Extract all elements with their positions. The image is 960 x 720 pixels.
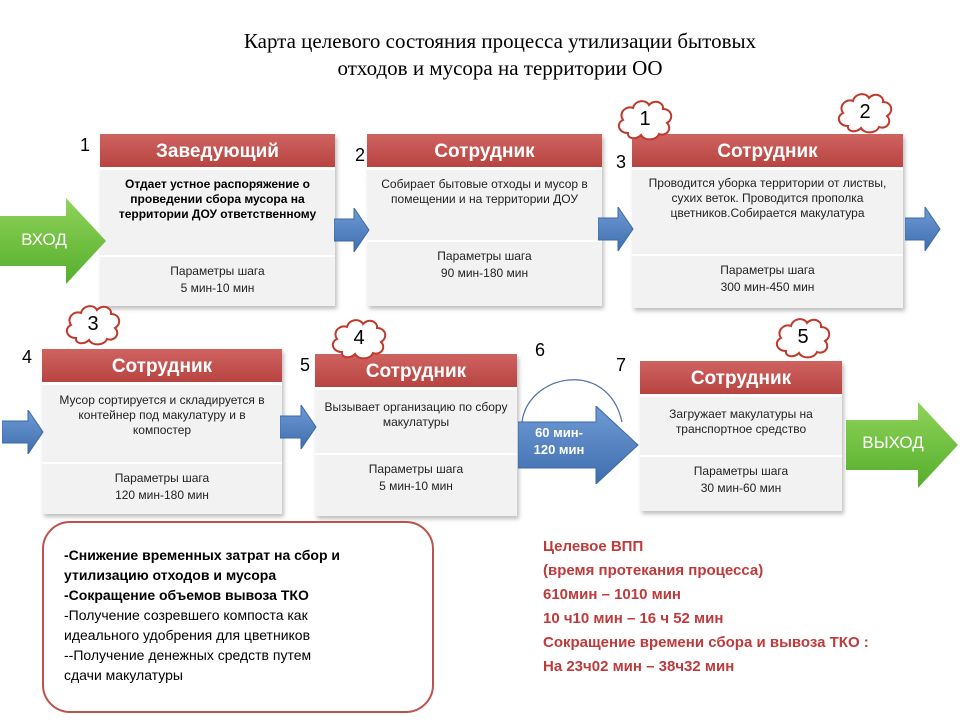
step-role: Сотрудник <box>315 354 517 390</box>
entry-label: ВХОД <box>21 230 67 249</box>
params-label: Параметры шага <box>114 471 210 485</box>
flow-arrow-1-2 <box>334 208 370 252</box>
params-value: 30 мин-60 мин <box>700 481 782 495</box>
step-role: Заведующий <box>100 134 335 170</box>
target-line: 10 ч10 мин – 16 ч 52 мин <box>543 610 724 627</box>
step-card-3: Сотрудник Проводится уборка территории о… <box>632 134 903 308</box>
cloud-callout-5: 5 <box>772 313 834 361</box>
cloud-number: 2 <box>859 101 871 123</box>
params-value: 120 мин-180 мин <box>115 488 209 502</box>
params-label: Параметры шага <box>368 462 464 476</box>
step-params: Параметры шага 5 мин-10 мин <box>315 455 517 495</box>
cloud-callout-3: 3 <box>62 300 124 348</box>
transport-duration-line-2: 120 мин <box>533 442 585 457</box>
step-params: Параметры шага 90 мин-180 мин <box>367 242 602 282</box>
result-line: идеального удобрения для цветников <box>64 627 311 643</box>
transport-duration: 60 мин- 120 мин <box>520 424 598 458</box>
target-summary: Целевое ВПП (время протекания процесса) … <box>543 535 953 679</box>
step-number-1: 1 <box>80 135 91 155</box>
step-description: Собирает бытовые отходы и мусор в помеще… <box>367 170 602 242</box>
exit-arrow <box>846 402 958 488</box>
result-line: -Получение созревшего компоста как <box>64 607 308 623</box>
result-line: сдачи макулатуры <box>64 667 183 683</box>
cloud-callout-1: 1 <box>614 95 676 143</box>
step-number-7: 7 <box>616 355 627 375</box>
step-role: Сотрудник <box>632 134 903 170</box>
cloud-number: 4 <box>353 327 365 349</box>
step-card-5: Сотрудник Вызывает организацию по сбору … <box>315 354 517 516</box>
params-label: Параметры шага <box>720 263 815 277</box>
step-params: Параметры шага 120 мин-180 мин <box>42 464 282 504</box>
step-role: Сотрудник <box>640 361 842 397</box>
step-description: Отдает устное распоряжение о проведении … <box>100 170 335 257</box>
cloud-icon <box>331 319 387 360</box>
step-card-4: Сотрудник Мусор сортируется и складирует… <box>42 349 282 514</box>
cloud-number: 1 <box>639 108 651 130</box>
step-role: Сотрудник <box>367 134 602 170</box>
cloud-icon <box>65 305 121 346</box>
cloud-callout-4: 4 <box>328 314 390 362</box>
result-line: -Снижение временных затрат на сбор и <box>64 547 341 563</box>
step-number-6: 6 <box>535 340 546 360</box>
step-card-7: Сотрудник Загружает макулатуры на трансп… <box>640 361 842 511</box>
step-card-2: Сотрудник Собирает бытовые отходы и мусо… <box>367 134 602 306</box>
params-value: 300 мин-450 мин <box>720 280 815 294</box>
exit-label: ВЫХОД <box>862 433 924 452</box>
results-box: -Снижение временных затрат на сбор и ути… <box>42 521 434 713</box>
step-description: Вызывает организацию по сбору макулатуры <box>315 390 517 455</box>
cloud-number: 5 <box>797 326 809 348</box>
target-line: 610мин – 1010 мин <box>543 586 681 603</box>
flow-arrow-in-4 <box>2 410 44 454</box>
params-value: 90 мин-180 мин <box>440 266 529 280</box>
target-line: Целевое ВПП <box>543 538 644 555</box>
step-params: Параметры шага 5 мин-10 мин <box>100 257 335 297</box>
title-line-1: Карта целевого состояния процесса утилиз… <box>243 29 757 53</box>
step-number-5: 5 <box>300 355 311 375</box>
step-card-1: Заведующий Отдает устное распоряжение о … <box>100 134 335 306</box>
result-line: -Сокращение объемов вывоза ТКО <box>64 587 309 603</box>
step-description: Загружает макулатуры на транспортное сре… <box>640 397 842 457</box>
entry-arrow <box>0 198 106 284</box>
params-label: Параметры шага <box>693 464 789 478</box>
step-description: Мусор сортируется и складируется в конте… <box>42 385 282 464</box>
cloud-icon <box>617 100 673 141</box>
target-line: Сокращение времени сбора и вывоза ТКО : <box>543 634 869 651</box>
step-role: Сотрудник <box>42 349 282 385</box>
transport-arrow <box>518 406 639 484</box>
title-line-2: отходов и мусора на территории ОО <box>337 56 663 80</box>
result-line: утилизацию отходов и мусора <box>64 567 277 583</box>
cloud-icon <box>775 318 831 359</box>
target-line: На 23ч02 мин – 38ч32 мин <box>543 658 735 675</box>
step-number-4: 4 <box>22 347 33 367</box>
flow-arrow-3-out <box>905 207 941 251</box>
cloud-icon <box>837 93 893 134</box>
params-label: Параметры шага <box>170 264 265 278</box>
params-label: Параметры шага <box>437 249 532 263</box>
params-value: 5 мин-10 мин <box>379 479 453 493</box>
step-params: Параметры шага 300 мин-450 мин <box>632 256 903 296</box>
step-number-2: 2 <box>355 145 366 165</box>
step-params: Параметры шага 30 мин-60 мин <box>640 457 842 497</box>
target-line: (время протекания процесса) <box>543 562 764 579</box>
cloud-number: 3 <box>87 313 99 335</box>
transport-duration-line-1: 60 мин- <box>535 425 583 440</box>
flow-arrow-2-3 <box>598 207 634 251</box>
step-number-3: 3 <box>616 152 627 172</box>
step-description: Проводится уборка территории от листвы, … <box>632 170 903 256</box>
params-value: 5 мин-10 мин <box>180 281 255 295</box>
flow-arrow-4-5 <box>280 405 317 449</box>
transport-arc <box>521 379 623 423</box>
cloud-callout-2: 2 <box>834 88 896 136</box>
page-title: Карта целевого состояния процесса утилиз… <box>150 28 850 82</box>
result-line: --Получение денежных средств путем <box>64 647 312 663</box>
